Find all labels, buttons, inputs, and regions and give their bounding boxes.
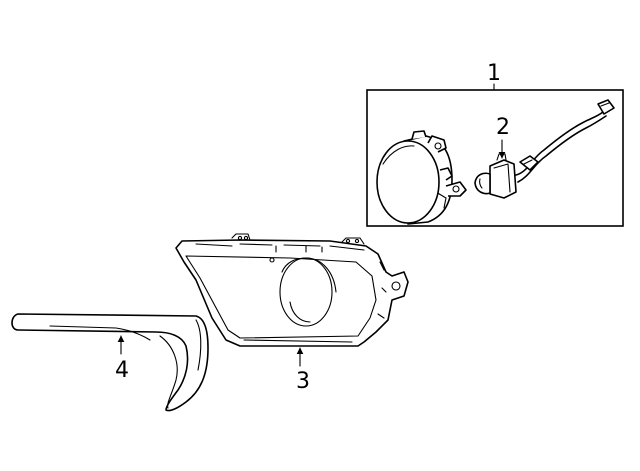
callout-4: 4: [115, 335, 129, 383]
fog-lamp-assembly-box: [366, 89, 624, 227]
fog-lamp-bulb: [474, 153, 517, 199]
callout-2: 2: [496, 115, 510, 159]
fog-lamp-lens: [376, 140, 440, 224]
callout-1: 1: [487, 61, 501, 91]
callout-4-label: 4: [115, 358, 129, 383]
callout-1-label: 1: [487, 61, 501, 86]
trim-molding: [11, 313, 209, 412]
callout-2-label: 2: [496, 115, 510, 140]
fog-lamp-bezel: [175, 233, 409, 347]
fog-lamp-assembly: 2: [366, 89, 624, 227]
callout-3: 3: [296, 347, 310, 394]
wiring-harness: [515, 99, 615, 183]
callout-3-label: 3: [296, 369, 310, 394]
